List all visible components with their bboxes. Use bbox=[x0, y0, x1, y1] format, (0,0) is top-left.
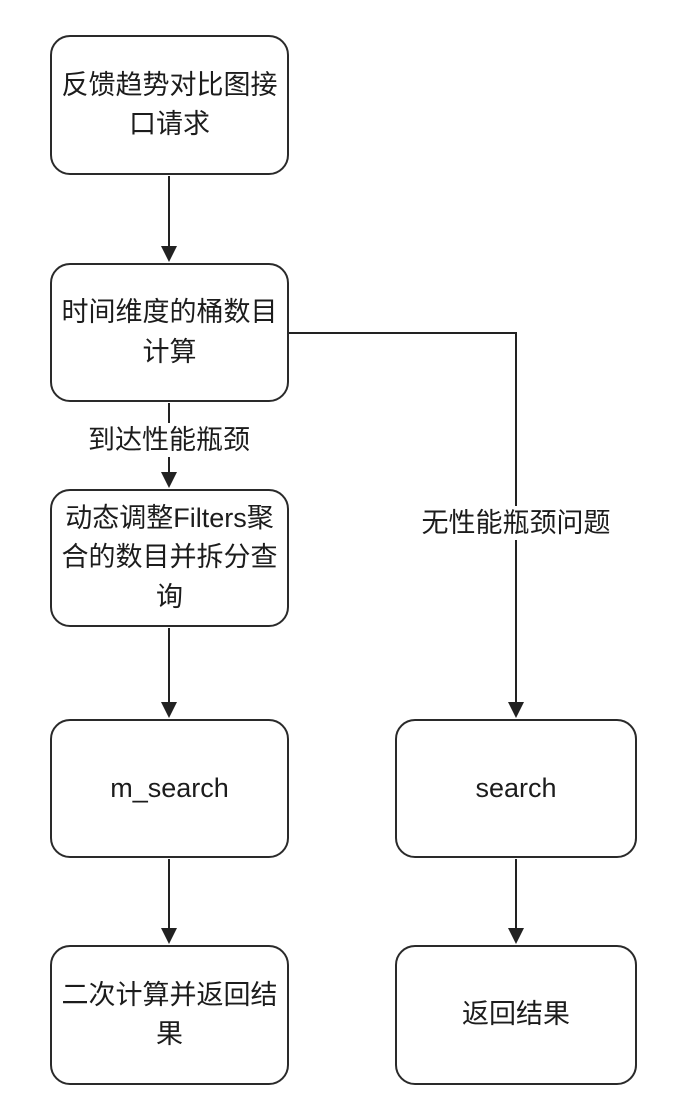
node-adjust-filters: 动态调整Filters聚 合的数目并拆分查 询 bbox=[50, 489, 289, 627]
node-request: 反馈趋势对比图接 口请求 bbox=[50, 35, 289, 175]
node-msearch: m_search bbox=[50, 719, 289, 858]
arrowhead-bucket-to-adjust bbox=[161, 472, 177, 488]
arrowhead-request-to-bucket bbox=[161, 246, 177, 262]
node-secondary-result: 二次计算并返回结 果 bbox=[50, 945, 289, 1085]
edge-label-bottleneck: 到达性能瓶颈 bbox=[83, 423, 255, 457]
node-bucket-count: 时间维度的桶数目 计算 bbox=[50, 263, 289, 402]
edge-label-no-bottleneck: 无性能瓶颈问题 bbox=[416, 506, 616, 540]
node-return-result: 返回结果 bbox=[395, 945, 637, 1085]
node-search: search bbox=[395, 719, 637, 858]
arrowhead-bucket-to-search bbox=[508, 702, 524, 718]
arrowhead-search-to-return bbox=[508, 928, 524, 944]
arrowhead-adjust-to-msearch bbox=[161, 702, 177, 718]
edge-bucket-to-search bbox=[289, 332, 517, 702]
arrowhead-msearch-to-secondary bbox=[161, 928, 177, 944]
